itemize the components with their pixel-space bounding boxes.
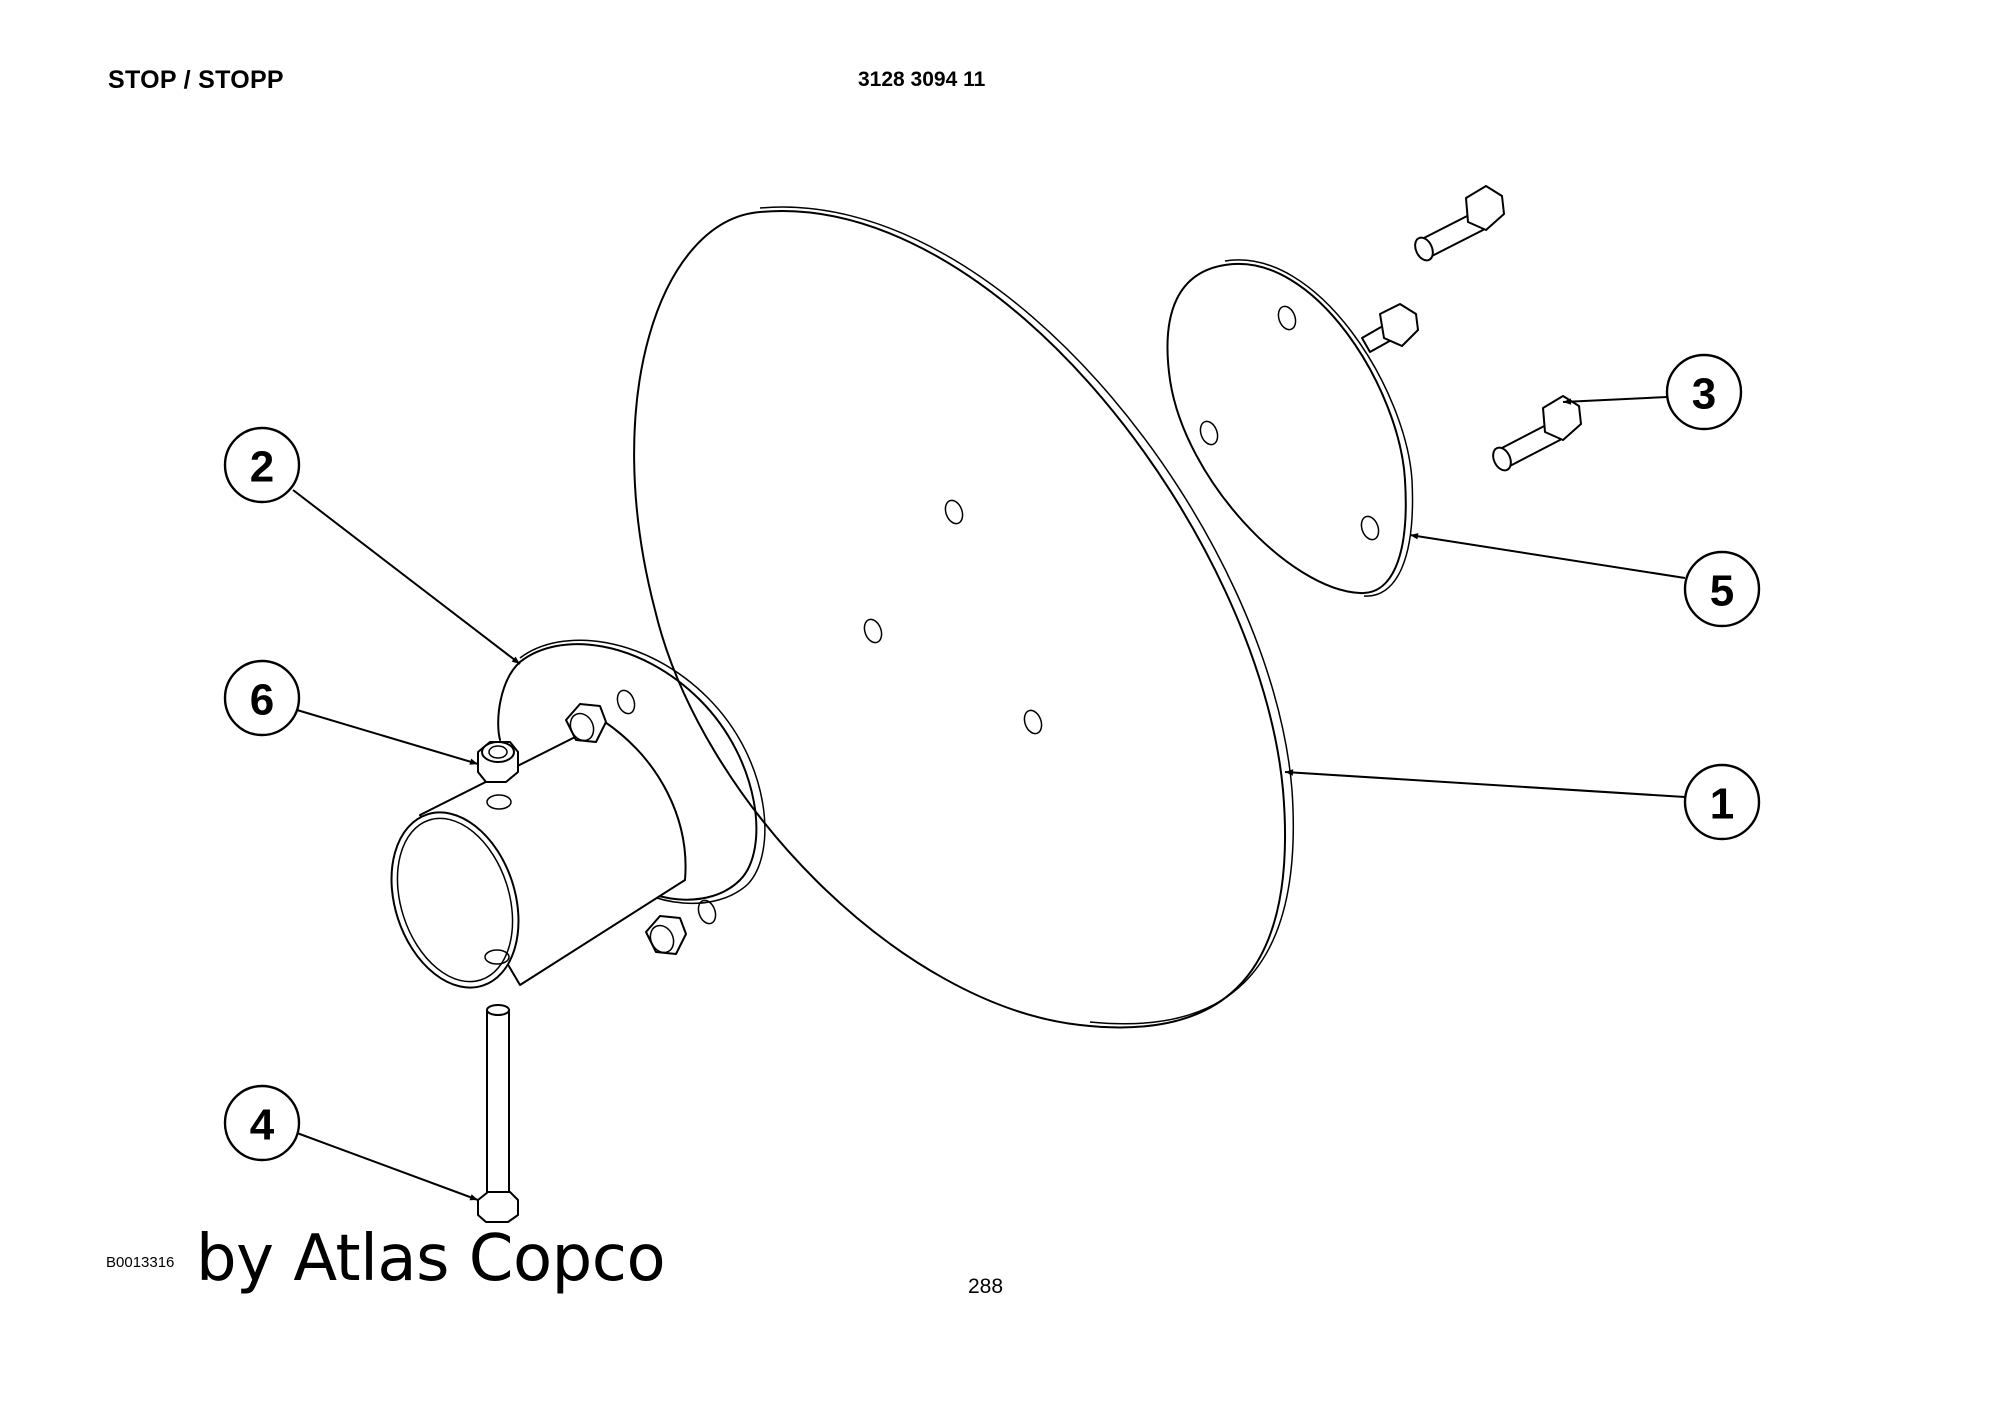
part-2-hub-flange — [390, 639, 766, 989]
leader-3 — [1562, 396, 1668, 405]
watermark: by Atlas Copco — [196, 1222, 666, 1296]
callout-number: 6 — [250, 676, 274, 725]
lock-nut-upper — [565, 703, 607, 743]
page-number: 288 — [968, 1275, 1004, 1298]
callout-number: 3 — [1692, 370, 1716, 419]
leader-6 — [296, 709, 479, 765]
callout-balloon-4: 4 — [223, 1084, 301, 1162]
leader-4 — [296, 1132, 479, 1201]
part-number: 3128 3094 11 — [858, 68, 986, 91]
callout-balloon-2: 2 — [223, 426, 301, 504]
drawing-reference: B0013316 — [106, 1254, 175, 1271]
leader-5 — [1409, 533, 1686, 579]
part-5-small-disc — [1166, 259, 1414, 597]
part-3-bolt-lower — [1492, 395, 1582, 472]
callout-balloon-3: 3 — [1665, 353, 1743, 431]
part-4-long-bolt — [477, 1004, 519, 1223]
callout-number: 2 — [250, 443, 274, 492]
part-1-large-disc — [633, 206, 1294, 1029]
callout-number: 5 — [1710, 567, 1734, 616]
part-3-bolt-middle — [1361, 303, 1419, 353]
callout-balloon-5: 5 — [1683, 550, 1761, 628]
leader-2 — [292, 489, 521, 665]
callout-number: 1 — [1710, 780, 1734, 829]
part-6-lock-nut — [477, 741, 519, 783]
callout-number: 4 — [250, 1101, 275, 1150]
callout-balloon-1: 1 — [1683, 763, 1761, 841]
leader-1 — [1284, 769, 1686, 798]
callout-balloon-6: 6 — [223, 659, 301, 737]
page-title: STOP / STOPP — [108, 66, 284, 94]
lock-nut-lower — [645, 915, 687, 955]
part-3-bolt-top — [1414, 185, 1505, 262]
